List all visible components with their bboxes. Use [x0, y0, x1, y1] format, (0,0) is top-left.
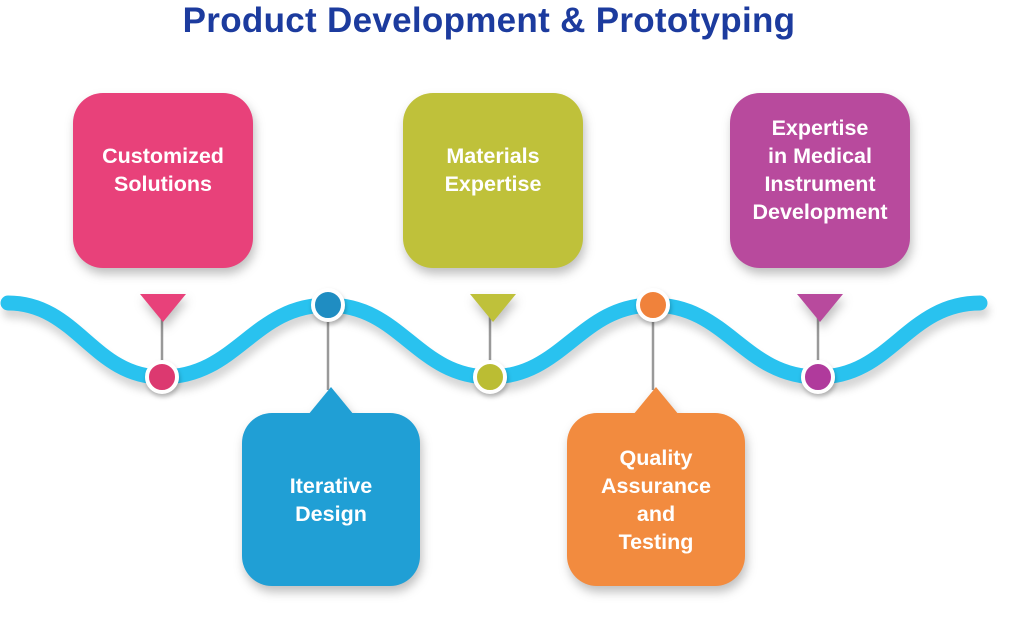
bubble-box: Quality Assurance and Testing	[567, 413, 745, 586]
bubble-tail-down	[470, 294, 516, 322]
bubble-label: Iterative Design	[289, 473, 373, 526]
timeline-dot-materials-expertise	[473, 360, 507, 394]
bubble-box: Customized Solutions	[73, 93, 253, 268]
bubble-tail-down	[140, 294, 186, 322]
bubble-medical-expertise: Expertise in Medical Instrument Developm…	[730, 93, 910, 322]
bubble-box: Iterative Design	[242, 413, 420, 586]
bubble-label: Expertise in Medical Instrument Developm…	[752, 115, 888, 224]
page-title: Product Development & Prototyping	[182, 1, 796, 40]
bubble-label: Quality Assurance and Testing	[601, 445, 711, 554]
bubble-label: Materials Expertise	[444, 143, 542, 196]
bubble-label: Customized Solutions	[102, 143, 224, 196]
bubble-tail-down	[797, 294, 843, 322]
bubble-box: Materials Expertise	[403, 93, 583, 268]
bubble-customized-solutions: Customized Solutions	[73, 93, 253, 322]
bubble-tail-up	[633, 387, 679, 415]
bubble-box: Expertise in Medical Instrument Developm…	[730, 93, 910, 268]
bubble-materials-expertise: Materials Expertise	[403, 93, 583, 322]
timeline-dot-iterative-design	[311, 288, 345, 322]
bubble-quality-assurance: Quality Assurance and Testing	[567, 387, 745, 588]
timeline-dot-quality-assurance	[636, 288, 670, 322]
bubble-iterative-design: Iterative Design	[242, 387, 420, 588]
timeline-dot-medical-expertise	[801, 360, 835, 394]
bubble-tail-up	[308, 387, 354, 415]
timeline-dot-customized-solutions	[145, 360, 179, 394]
